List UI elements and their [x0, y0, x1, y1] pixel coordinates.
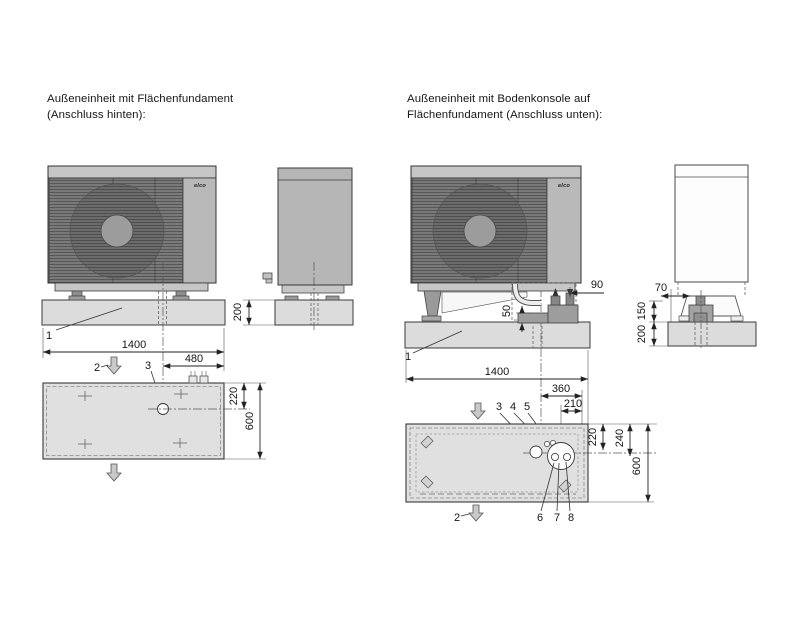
brand-logo: elco: [194, 183, 206, 189]
dim-50: 50: [501, 305, 513, 317]
foundation-slab-side: [667, 321, 757, 347]
rear-pipe-stubs: [188, 371, 209, 384]
pipe-duct-block: [517, 312, 549, 324]
dim-210: 210: [564, 398, 582, 410]
pipe-hole: [563, 452, 572, 461]
unit-top-cap: [410, 165, 582, 179]
item-label-2: 2: [94, 362, 100, 374]
unit-base-rail: [417, 282, 576, 292]
left-dim-200: 200: [232, 299, 277, 326]
airflow-arrow-icon: [468, 504, 484, 522]
left-title-line1: Außeneinheit mit Flächenfundament: [47, 93, 234, 105]
item-label-6: 6: [537, 512, 543, 524]
small-hole: [544, 441, 550, 447]
pipe-stub: [695, 295, 706, 306]
dim-600: 600: [244, 412, 256, 430]
flow-up-arrow-icon: [552, 288, 559, 296]
item-label-7: 7: [554, 512, 560, 524]
rear-connection-fitting: [262, 272, 273, 280]
side-panel: [546, 177, 582, 284]
left-plan-view: 1400 480 2 3: [42, 328, 266, 482]
console-brace: [441, 291, 528, 314]
foundation-slab: [404, 321, 591, 349]
foundation-plan: [42, 382, 225, 460]
pipe-duct-block: [547, 304, 579, 324]
dim-1400: 1400: [485, 366, 509, 378]
airflow-arrow-icon: [470, 402, 486, 420]
bottom-pipe-assembly: [512, 283, 579, 324]
console-leg: [423, 290, 442, 317]
dim-1400: 1400: [122, 339, 146, 351]
side-panel: [182, 177, 217, 284]
left-title-line2: (Anschluss hinten):: [47, 109, 146, 121]
dim-480: 480: [185, 353, 203, 365]
pipe-hole: [551, 452, 560, 461]
pipe-stub: [550, 295, 561, 306]
dim-220: 220: [587, 428, 599, 446]
item-label-3: 3: [145, 360, 151, 372]
dim-90: 90: [591, 279, 603, 291]
unit-feet: [68, 290, 190, 301]
left-variant: Außeneinheit mit Flächenfundament (Ansch…: [41, 93, 354, 482]
dim-200: 200: [232, 303, 244, 321]
item-label-8: 8: [568, 512, 574, 524]
right-title-line2: Flächenfundament (Anschluss unten):: [407, 109, 602, 121]
item-label-1: 1: [405, 351, 411, 363]
unit-base-side: [281, 284, 345, 294]
item-label-5: 5: [524, 401, 530, 413]
dim-220: 220: [228, 387, 240, 405]
right-front-view: elco 50: [404, 165, 604, 424]
foundation-slab: [41, 299, 226, 326]
right-plan-view: 1400 360 210 3 4 5: [405, 350, 657, 524]
item-label-1: 1: [46, 330, 52, 342]
drain-hole: [529, 445, 543, 459]
airflow-arrow-icon: [106, 356, 122, 375]
dim-600: 600: [631, 457, 643, 475]
item-label-4: 4: [510, 401, 516, 413]
unit-top-cap: [47, 165, 217, 179]
unit-body-side: [674, 164, 749, 283]
right-variant: Außeneinheit mit Bodenkonsole auf Fläche…: [404, 93, 757, 524]
dim-200: 200: [636, 325, 648, 343]
dim-150: 150: [636, 302, 648, 320]
anchor-cross-marks: [78, 389, 188, 449]
item-label-2: 2: [454, 512, 460, 524]
airflow-arrow-icon: [106, 463, 122, 482]
dim-240: 240: [614, 429, 626, 447]
pipe-opening: [547, 442, 575, 470]
unit-base-rail: [54, 282, 209, 292]
unit-body-side: [277, 167, 353, 286]
dim-360: 360: [552, 383, 570, 395]
dim-70: 70: [655, 282, 667, 294]
left-front-view: elco 1: [41, 165, 226, 428]
left-side-view: [262, 167, 354, 330]
item-label-3: 3: [496, 401, 502, 413]
brand-logo: elco: [558, 183, 570, 189]
floor-console: [421, 282, 577, 322]
fan-hub: [100, 214, 134, 248]
fan-hub: [463, 214, 497, 248]
right-title-line1: Außeneinheit mit Bodenkonsole auf: [407, 93, 591, 105]
right-side-view: 70 150 200: [636, 164, 757, 350]
